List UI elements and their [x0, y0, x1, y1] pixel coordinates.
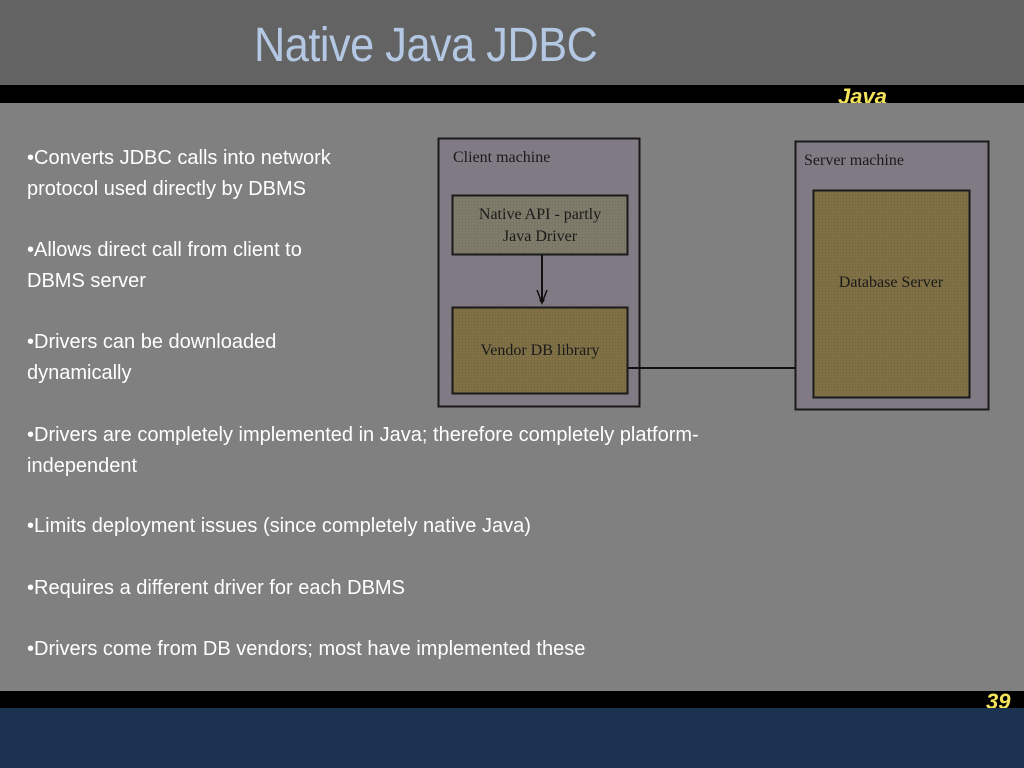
bullet-item: •Allows direct call from client to DBMS … [27, 235, 427, 297]
server-machine-label: Server machine [804, 152, 904, 169]
bullet-item: •Drivers can be downloaded dynamically [27, 327, 427, 389]
database-server-box: Database Server [812, 189, 971, 399]
slide-title: Native Java JDBC [254, 19, 598, 72]
footer-band [0, 708, 1024, 768]
bullet-line: •Converts JDBC calls into network [27, 147, 331, 169]
bullet-item: •Limits deployment issues (since complet… [27, 511, 927, 542]
bullet-item: •Requires a different driver for each DB… [27, 573, 927, 604]
bullet-line: •Limits deployment issues (since complet… [27, 515, 531, 537]
native-driver-line2: Java Driver [503, 228, 578, 245]
bullet-line: •Drivers are completely implemented in J… [27, 424, 699, 446]
bullet-item: •Drivers come from DB vendors; most have… [27, 634, 927, 665]
vendor-library-box: Vendor DB library [451, 306, 629, 395]
title-bar: Native Java JDBC [0, 0, 1024, 85]
database-server-label: Database Server [839, 274, 944, 291]
vendor-library-label: Vendor DB library [480, 342, 599, 359]
header-strip [0, 85, 1024, 103]
bullet-line: •Drivers can be downloaded [27, 331, 277, 353]
down-arrow [536, 255, 548, 306]
client-machine-label: Client machine [453, 149, 550, 166]
native-driver-box: Native API - partly Java Driver [451, 194, 629, 256]
bullet-line: independent [27, 455, 138, 477]
bullet-item: •Converts JDBC calls into network protoc… [27, 143, 427, 205]
bullet-line: protocol used directly by DBMS [27, 178, 307, 200]
native-driver-line1: Native API - partly [479, 206, 601, 223]
bullet-line: DBMS server [27, 270, 146, 292]
bullet-line: •Allows direct call from client to [27, 239, 302, 261]
bullet-line: •Drivers come from DB vendors; most have… [27, 638, 586, 660]
bullet-line: •Requires a different driver for each DB… [27, 577, 405, 599]
footer-strip [0, 691, 1024, 708]
network-arrow [628, 360, 813, 376]
bullet-item: •Drivers are completely implemented in J… [27, 420, 927, 482]
bullet-line: dynamically [27, 362, 132, 384]
